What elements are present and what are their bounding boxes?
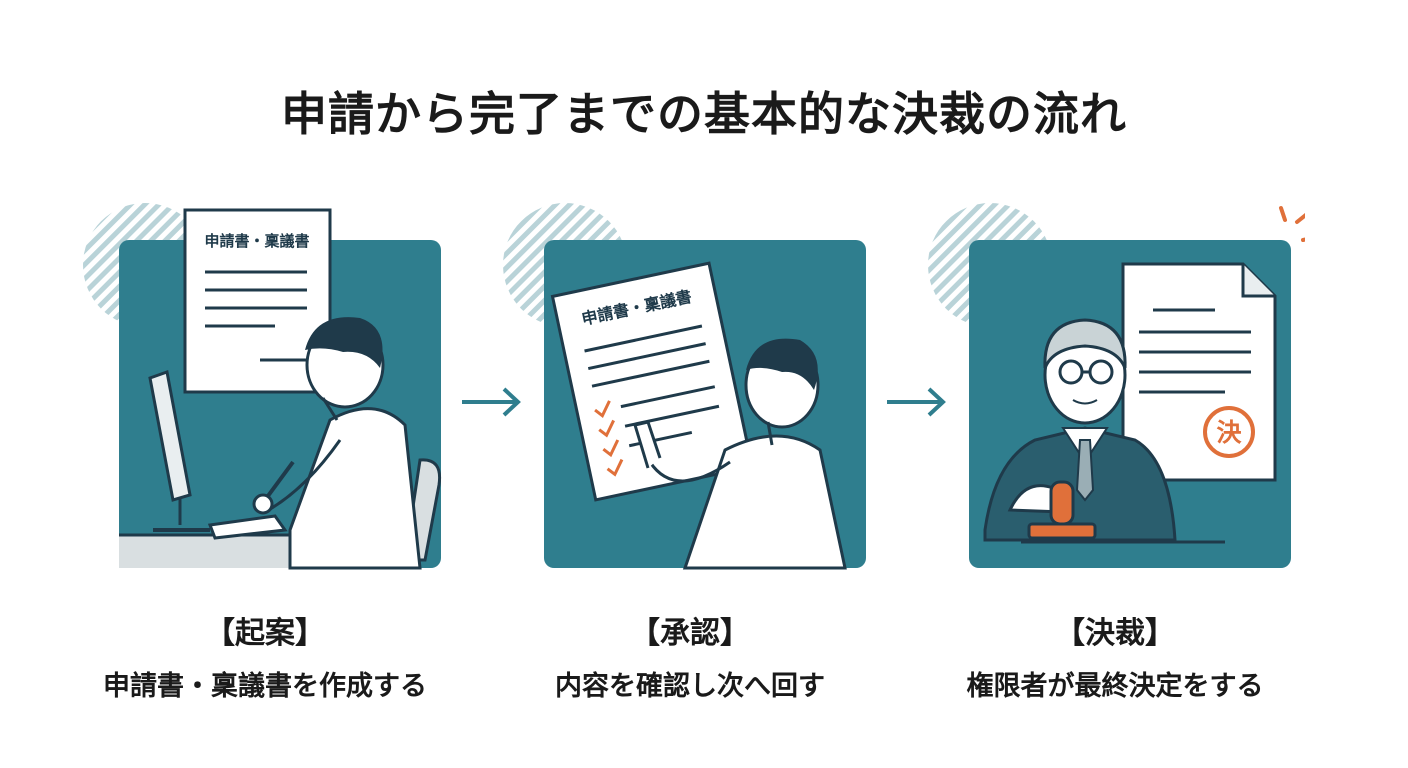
step-draft: 申請書・稟議書 【起案】 申請書・稟議書を	[75, 200, 455, 720]
approve-illustration: 申請書・稟議書	[503, 203, 866, 570]
checkmark-icon	[594, 400, 624, 477]
stamp-label: 決	[1216, 418, 1242, 447]
person-reviewing	[633, 338, 847, 570]
decide-illustration: 決	[928, 203, 1305, 568]
draft-illustration: 申請書・稟議書	[83, 203, 442, 570]
step-description: 内容を確認し次へ回す	[555, 671, 825, 702]
step-approve: 申請書・稟議書 【承認】 内容を確認し次へ回す	[500, 200, 880, 720]
document-icon: 申請書・稟議書	[550, 261, 755, 502]
arrow-right-icon	[462, 387, 521, 417]
burst-icon	[1279, 206, 1305, 242]
step-decide: 決 【決裁】 権限者が最終決定をする	[925, 200, 1305, 720]
stamp-mark	[1203, 406, 1255, 458]
step-title: 【起案】	[205, 616, 325, 651]
document-label: 申請書・稟議書	[204, 232, 309, 250]
step-description: 権限者が最終決定をする	[966, 671, 1264, 702]
arrow-right-icon	[887, 387, 946, 417]
document-icon: 決	[1121, 262, 1277, 482]
step-title: 【承認】	[630, 616, 750, 651]
monitor-icon	[148, 370, 210, 532]
person-executive	[983, 318, 1177, 542]
step-title: 【決裁】	[1055, 616, 1175, 651]
step-description: 申請書・稟議書を作成する	[103, 671, 427, 702]
hanko-stamp-icon	[1021, 480, 1225, 544]
person-drafting	[207, 317, 422, 570]
page-title: 申請から完了までの基本的な決裁の流れ	[281, 87, 1127, 141]
